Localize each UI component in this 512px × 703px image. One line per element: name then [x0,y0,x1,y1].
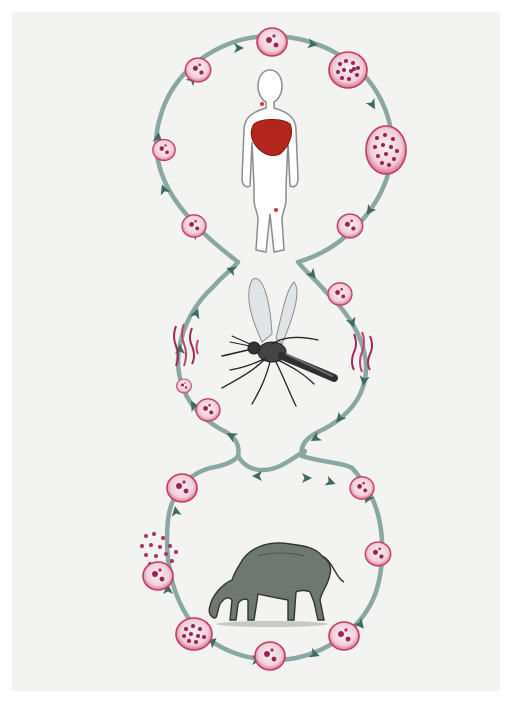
parasite-cell [182,215,206,237]
parasite-cell [196,399,220,421]
parasite-cell [153,140,176,161]
parasite-cell [337,214,363,238]
parasite-cell [350,477,374,499]
parasite-cell [143,562,173,590]
schizont-cell [329,52,367,88]
parasite-cell [329,622,359,650]
parasite-cell [185,58,211,82]
parasite-cell [167,474,197,502]
parasite-cell [255,642,285,670]
parasite-cell [177,379,192,393]
schizont-cell [366,126,406,174]
schizont-cell [176,618,212,650]
parasite-cell [257,28,287,56]
parasite-cell [365,542,391,566]
parasite-cell [328,283,352,305]
